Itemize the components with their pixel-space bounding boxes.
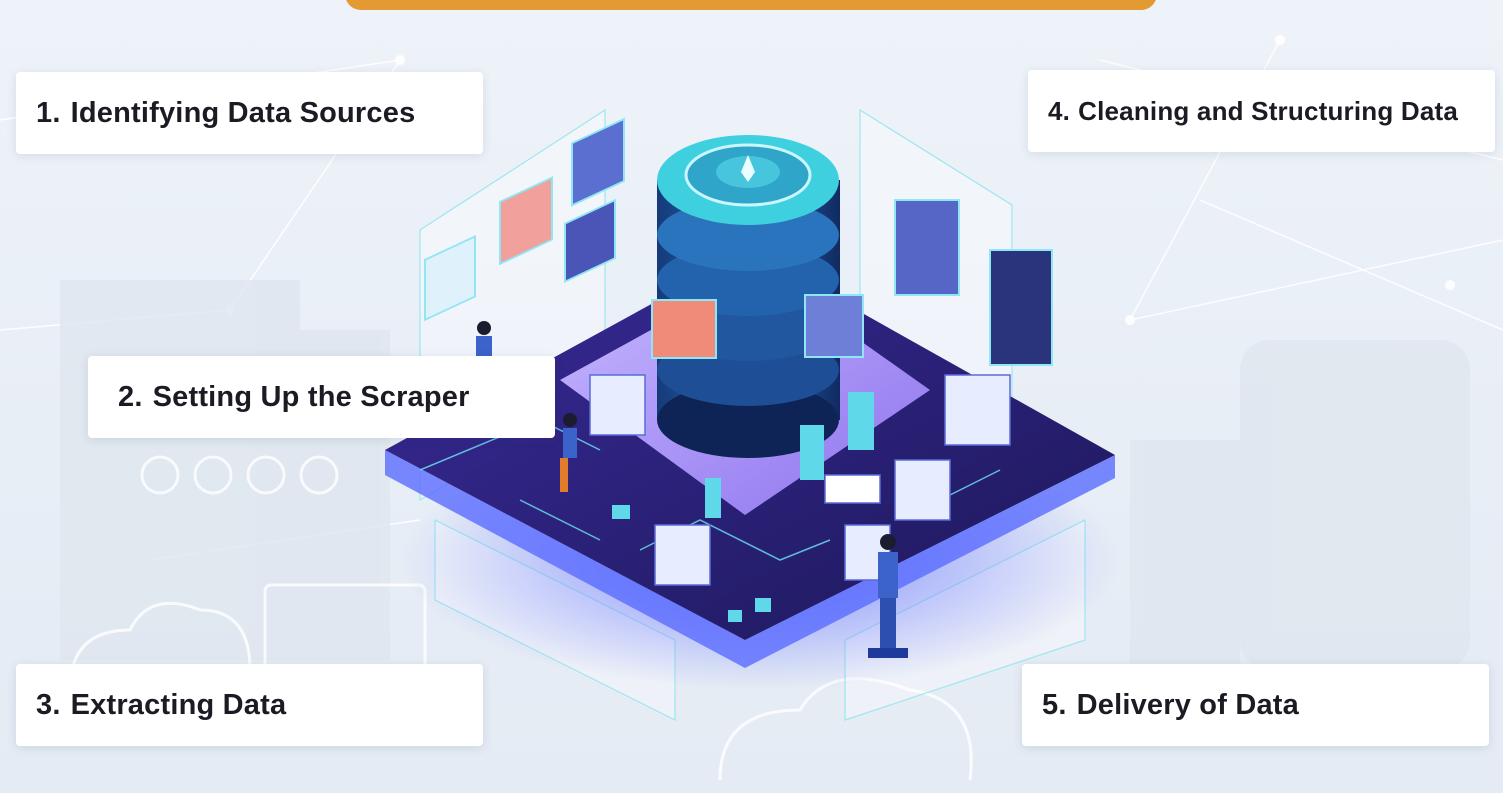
step-card-extracting-data: 3. Extracting Data	[16, 664, 483, 746]
step-card-delivery-of-data: 5. Delivery of Data	[1022, 664, 1489, 746]
step-number: 1.	[36, 96, 61, 129]
cubes	[612, 392, 874, 622]
step-card-identifying-data-sources: 1. Identifying Data Sources	[16, 72, 483, 154]
step-number: 3.	[36, 688, 61, 721]
top-accent-bar	[345, 0, 1157, 10]
step-number: 2.	[118, 380, 143, 413]
step-label: Delivery of Data	[1076, 688, 1299, 721]
step-card-setting-up-the-scraper: 2. Setting Up the Scraper	[88, 356, 555, 438]
step-number: 4.	[1048, 95, 1071, 126]
people	[476, 321, 908, 658]
step-label: Identifying Data Sources	[70, 96, 416, 129]
step-card-cleaning-and-structuring-data: 4. Cleaning and Structuring Data	[1028, 70, 1495, 152]
devices	[589, 374, 1011, 586]
floating-screens	[424, 117, 1053, 366]
step-number: 5.	[1042, 688, 1067, 721]
step-label: Setting Up the Scraper	[152, 380, 470, 413]
step-label: Cleaning and Structuring Data	[1078, 95, 1459, 126]
step-label: Extracting Data	[70, 688, 287, 721]
